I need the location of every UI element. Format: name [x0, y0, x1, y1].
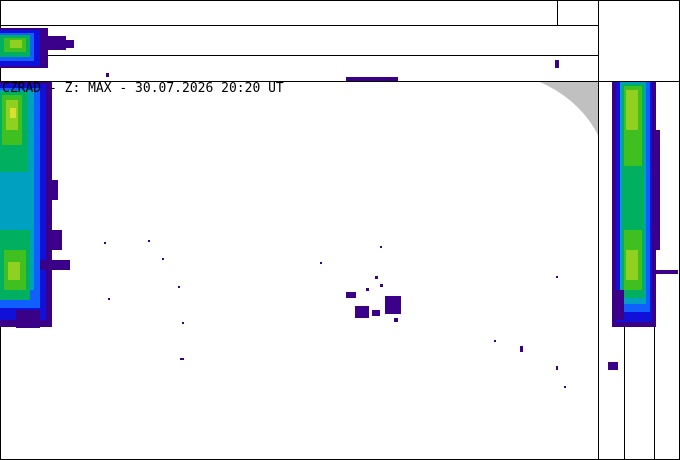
top-projection-echo	[0, 28, 559, 81]
outside-range-area	[540, 82, 598, 135]
right-projection-echo	[608, 82, 678, 370]
main-echo-scattered	[104, 240, 566, 388]
product-title: CZRAD - Z: MAX - 30.07.2026 20:20 UT	[2, 81, 284, 96]
main-echo-west	[0, 82, 70, 328]
